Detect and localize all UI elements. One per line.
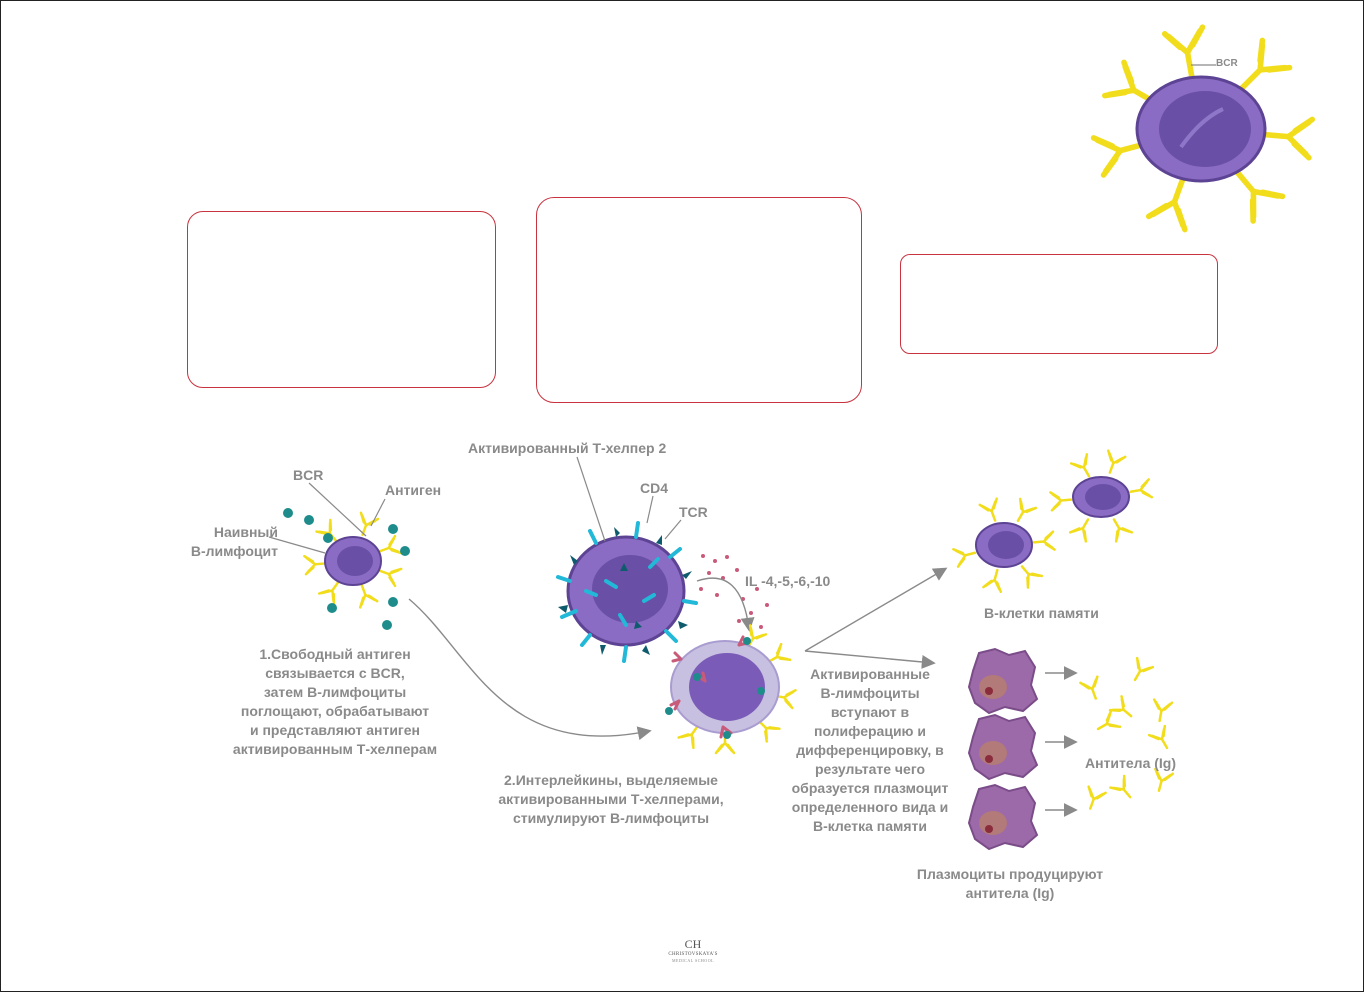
placeholder-box-3 xyxy=(900,254,1218,354)
label-memory-cells: В-клетки памяти xyxy=(984,605,1099,621)
school-logo: CH CHRISTOVSKAYA'S MEDICAL SCHOOL xyxy=(661,937,725,964)
t-helper-illustration xyxy=(556,456,769,663)
arrow-to-memory xyxy=(804,567,948,652)
naive-b-cell-illustration xyxy=(268,482,410,630)
label-bcr-top: BCR xyxy=(1216,58,1238,69)
logo-mark: CH xyxy=(684,937,702,951)
logo-line2: MEDICAL SCHOOL xyxy=(671,958,715,963)
activated-b-cell-illustration xyxy=(665,624,797,755)
label-bcr: BCR xyxy=(293,467,324,483)
large-b-cell-illustration xyxy=(1094,27,1313,229)
placeholder-box-1 xyxy=(187,211,496,388)
label-antibodies: Антитела (Ig) xyxy=(1085,755,1177,771)
step3-text: Активированные В-лимфоциты вступают в по… xyxy=(791,666,949,834)
interleukin-dots xyxy=(699,554,769,629)
label-interleukins: IL -4,-5,-6,-10 xyxy=(745,573,831,589)
label-t-helper: Активированный Т-хелпер 2 xyxy=(468,440,667,456)
plasma-cells-text: Плазмоциты продуцируют антитела (Ig) xyxy=(916,866,1104,901)
arrow-naive-to-activated xyxy=(408,598,652,741)
logo-line1: CHRISTOVSKAYA'S xyxy=(668,952,718,957)
label-cd4: CD4 xyxy=(640,480,669,496)
memory-b-cells-illustration xyxy=(952,449,1154,594)
label-tcr: TCR xyxy=(679,504,708,520)
free-antibodies xyxy=(1079,656,1177,813)
antigen-particles xyxy=(283,508,410,630)
plasma-cells-illustration xyxy=(967,647,1078,851)
label-antigen: Антиген xyxy=(385,482,442,498)
step2-text: 2.Интерлейкины, выделяемые активированны… xyxy=(498,772,724,826)
label-naive-b-cell: Наивный В-лимфоцит xyxy=(190,524,278,559)
arrow-to-plasma xyxy=(804,650,936,669)
placeholder-box-2 xyxy=(536,197,862,403)
step1-text: 1.Свободный антиген связывается с BCR, з… xyxy=(232,646,438,757)
